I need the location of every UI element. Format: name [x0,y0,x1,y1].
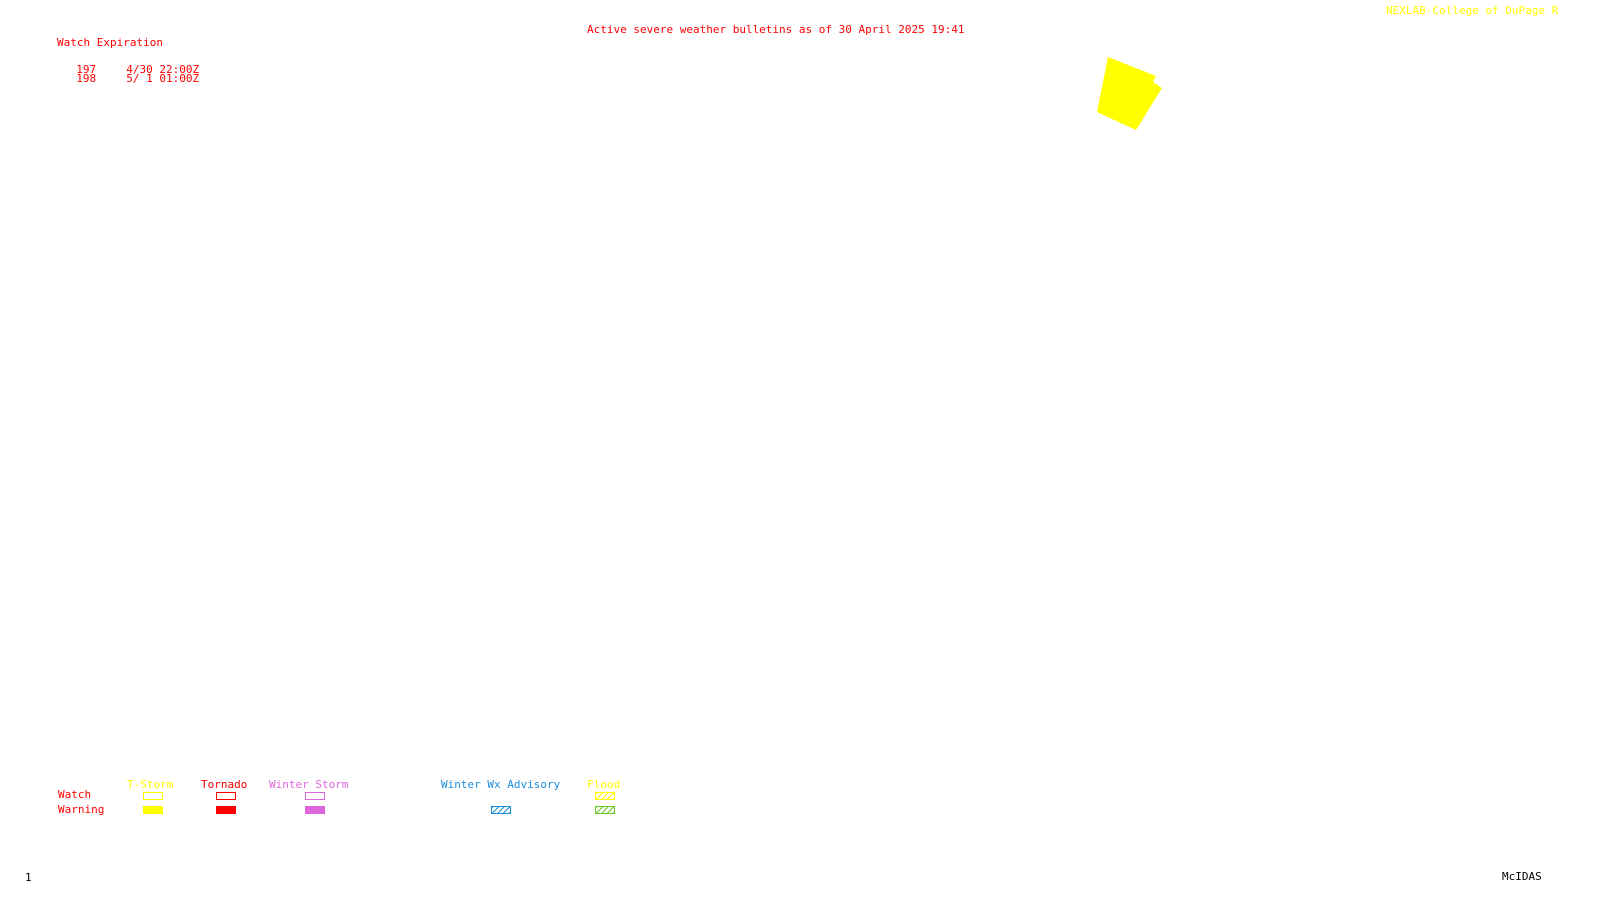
swatch-winter-storm-warning [305,806,325,814]
legend-label-winter-advisory: Winter Wx Advisory [441,778,561,791]
credit-label: NEXLAB-College of DuPage R [1386,4,1559,17]
watch-expiry-time: 4/30 22:00Z [126,63,200,76]
legend-label-tornado: Tornado [201,778,248,791]
swatch-flood-watch [595,792,615,800]
software-label: McIDAS [1502,870,1542,883]
watch-row: 197 [63,53,96,75]
tstorm-watch-polygon[interactable] [1097,57,1162,130]
frame-number: 1 [25,871,32,884]
watch-table-heading: Watch Expiration [57,36,163,49]
swatch-flood-warning [595,806,615,814]
legend-row-warning: Warning [58,803,105,816]
watch-row: 198 [63,62,96,84]
legend-label-tstorm: T-Storm [127,778,174,791]
swatch-tornado-warning [216,806,236,814]
watch-number: 198 [76,72,97,85]
swatch-winter-advisory [491,806,511,814]
swatch-tstorm-watch [143,792,163,800]
legend-label-flood: Flood [587,778,621,791]
watch-expiry-time: 5/ 1 01:00Z [126,72,200,85]
legend-label-winter-storm: Winter Storm [269,778,349,791]
swatch-tornado-watch [216,792,236,800]
bulletin-title: Active severe weather bulletins as of 30… [587,23,965,36]
watch-number: 197 [76,63,97,76]
watch-expiry: 4/30 22:00Z [113,53,199,75]
swatch-winter-storm-watch [305,792,325,800]
legend-row-watch: Watch [58,788,92,801]
swatch-tstorm-warning [143,806,163,814]
watch-expiry: 5/ 1 01:00Z [113,62,199,84]
